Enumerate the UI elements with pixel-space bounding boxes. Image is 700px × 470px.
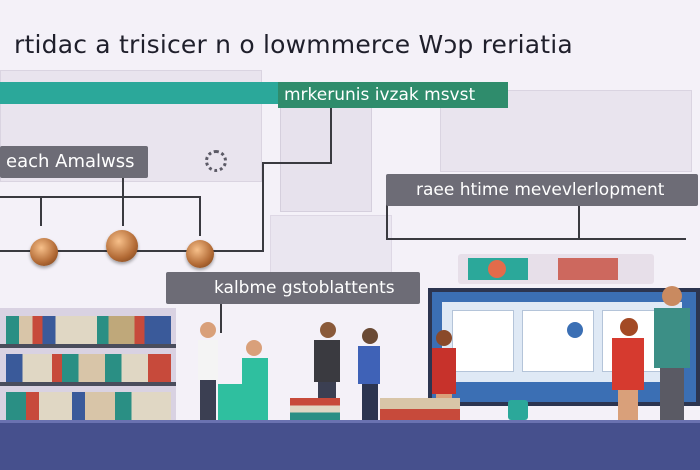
label-right: raee htime mevevlerlopment — [386, 174, 698, 206]
label-center: kalbme gstoblattents — [166, 272, 420, 304]
plant-pot — [508, 400, 528, 420]
book-stack — [380, 398, 460, 420]
label-left: each Amalwss — [0, 146, 148, 178]
wire-vertical-left-2 — [122, 178, 124, 226]
light-bulb-node-icon — [186, 240, 214, 268]
wire-vertical-center — [262, 162, 264, 252]
wire-horizontal-top — [262, 162, 332, 164]
light-bulb-node-icon — [106, 230, 138, 262]
wire-vertical-right-2 — [578, 205, 580, 240]
wire-vertical-left-1 — [40, 196, 42, 226]
wire-horizontal-right — [386, 238, 686, 240]
wire-vertical-right-1 — [386, 178, 388, 240]
floor-edge — [0, 420, 700, 423]
light-bulb-node-icon — [30, 238, 58, 266]
bookshelf-icon — [0, 308, 176, 422]
person-figure — [196, 322, 220, 420]
gear-icon — [205, 150, 227, 172]
shelf-display — [458, 254, 654, 284]
wire-horizontal-left — [0, 196, 200, 198]
bench — [218, 384, 268, 420]
book-stack — [290, 398, 340, 420]
person-figure — [356, 328, 382, 420]
wire-vertical-left-3 — [199, 196, 201, 236]
person-figure — [610, 318, 646, 420]
wire-vertical-center-2 — [220, 303, 222, 333]
person-figure — [652, 286, 692, 420]
wire-vertical-top — [330, 108, 332, 164]
bg-panel-center — [280, 100, 372, 212]
person-figure — [312, 322, 342, 420]
bg-panel-mid — [270, 215, 392, 277]
page-title: rtidac a trisicer n o lowmmerce Wɔp reri… — [14, 30, 573, 59]
label-top-green: mrkerunis ivzak msvst — [278, 82, 508, 108]
teal-banner-bar — [0, 82, 280, 104]
floor — [0, 420, 700, 470]
